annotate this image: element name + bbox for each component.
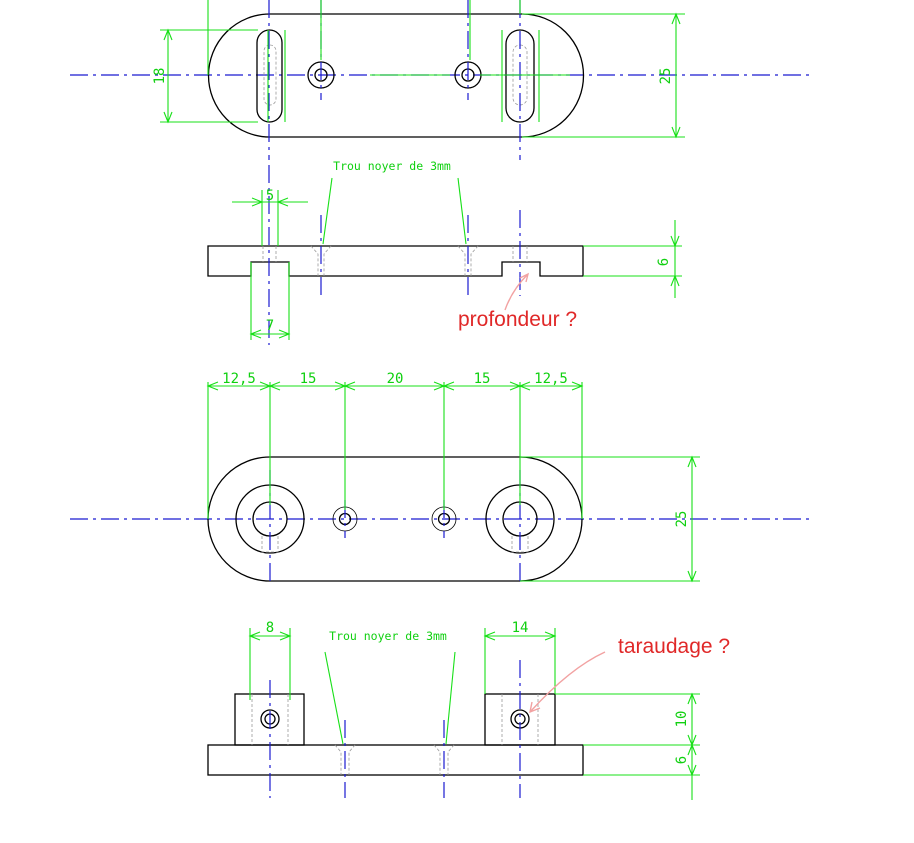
- left-slot: [256, 29, 283, 123]
- dim-7: 7: [266, 318, 274, 334]
- dim-15-right: 15: [474, 371, 491, 387]
- dim-20: 20: [387, 371, 404, 387]
- side-view-base: [207, 744, 584, 776]
- dim-12-5-right: 12,5: [534, 371, 568, 387]
- front-view: 5 7 6 Trou noyer de 3mm profondeur ?: [207, 159, 682, 345]
- dim-15-left: 15: [300, 371, 317, 387]
- dim-14: 14: [512, 620, 529, 636]
- dim-25-top: 25: [658, 68, 674, 85]
- dim-10: 10: [674, 711, 690, 728]
- top-view: 18 25: [70, 0, 812, 160]
- dim-6-front: 6: [656, 258, 672, 266]
- bottom-view: 12,5 15 20 15 12,5 25: [70, 371, 812, 583]
- right-slot: [505, 29, 535, 123]
- note-countersink-front: Trou noyer de 3mm: [333, 159, 451, 173]
- dim-12-5-left: 12,5: [222, 371, 256, 387]
- dim-8: 8: [266, 620, 274, 636]
- dim-6-side: 6: [674, 756, 690, 764]
- question-taraudage: taraudage ?: [618, 635, 730, 658]
- left-slot-inner: [263, 44, 277, 106]
- dim-25-bottom: 25: [674, 511, 690, 528]
- side-view: 8 14 10 6 Trou noyer de 3mm taraudage ?: [207, 620, 730, 800]
- question-profondeur: profondeur ?: [458, 308, 577, 331]
- note-countersink-side: Trou noyer de 3mm: [329, 629, 447, 643]
- dim-18: 18: [152, 68, 168, 85]
- dim-5: 5: [266, 188, 274, 204]
